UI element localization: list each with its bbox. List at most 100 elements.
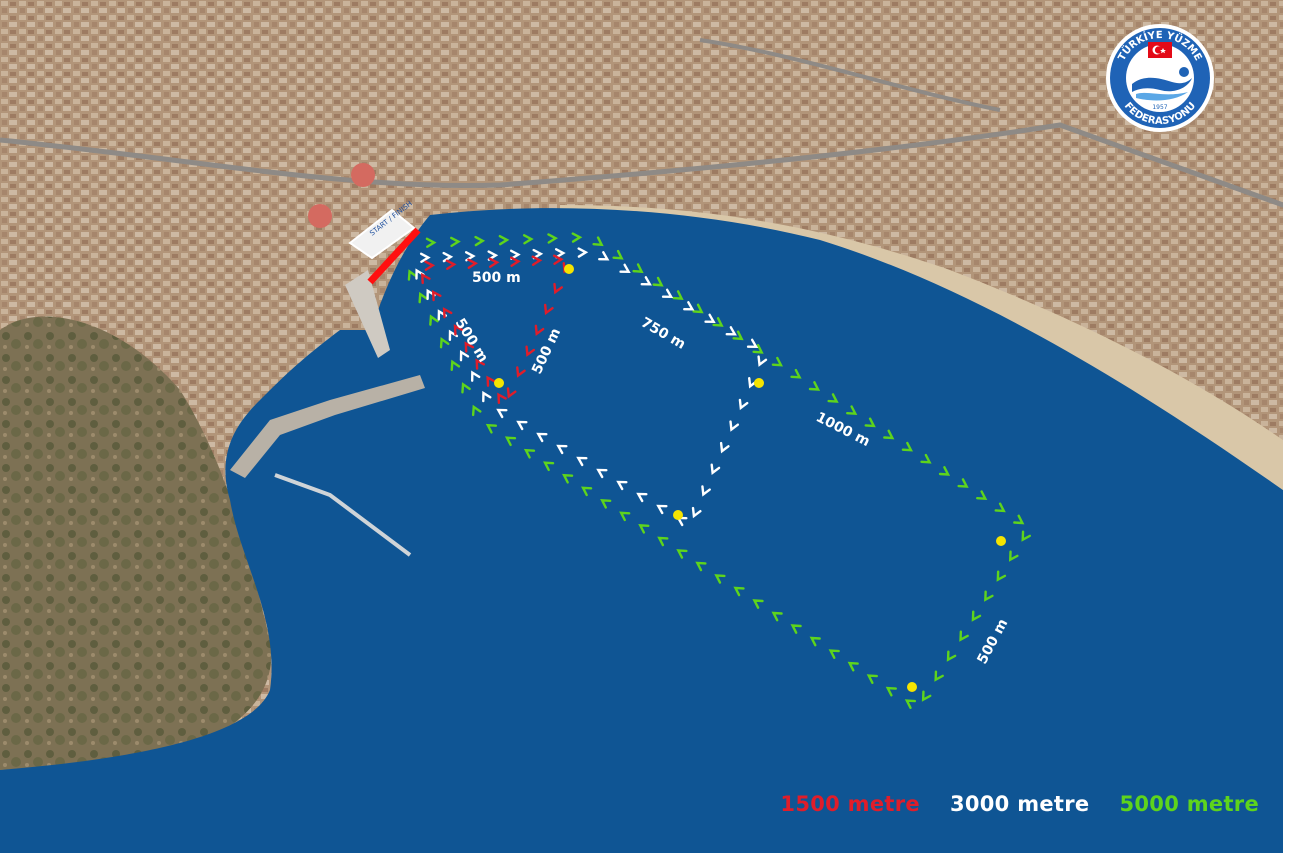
route-5000-arrow [957,478,969,488]
route-5000-arrow [901,441,913,452]
route-5000-arrow [407,269,418,281]
route-5000-arrow [543,461,555,472]
legend-1500: 1500 metre [780,792,920,816]
distance-label-500-top: 500 m [472,270,521,286]
route-3000-arrow [516,420,528,431]
route-1500-arrow [516,366,526,378]
route-5000-arrow [638,523,650,534]
route-5000-arrow [808,381,821,391]
route-5000-arrow [504,436,517,447]
route-3000-arrow [616,480,628,491]
route-5000-arrow [692,303,704,314]
route-1500-arrow [467,258,479,269]
main-road [699,38,1001,112]
route-3000-arrow [598,251,610,261]
route-5000-arrow [846,405,858,416]
route-5000-arrow [847,661,859,672]
route-5000-arrow [571,232,583,243]
route-1500-arrow [531,255,543,266]
breakwater [230,375,425,478]
route-3000-arrow [738,398,749,411]
route-3000-arrow [442,251,454,263]
route-3000-arrow [640,276,652,286]
route-3000-arrow [470,370,481,382]
route-5000-arrow [809,636,821,647]
route-5000-arrow [984,590,994,602]
route-1500-arrow [543,303,554,316]
route-3000-arrow [757,355,768,367]
route-5000-arrow [733,586,745,597]
route-3000-arrow [710,463,721,475]
balloon [308,204,332,228]
start-banner [348,208,416,260]
route-5000-arrow [652,276,664,287]
route-5000-arrow [904,699,917,709]
route-5000-arrow [461,382,471,394]
route-5000-arrow [657,536,669,547]
legend-5000: 5000 metre [1119,792,1259,816]
buoy [673,510,683,520]
route-3000-arrow [619,263,631,274]
route-1500-arrow [534,324,545,337]
route-5000-arrow [827,393,839,403]
route-3000-arrow [704,313,716,324]
route-1500-arrow [525,345,536,357]
swimmer-icon [1132,77,1192,92]
route-3000-arrow [701,485,711,497]
route-3000-arrow [656,504,668,515]
route-5000-arrow [522,234,534,245]
route-5000-arrow [612,249,624,260]
hill-area [0,316,272,770]
route-5000-arrow [418,291,429,304]
route-5000-arrow [866,674,878,684]
route-3000-arrow [556,444,568,455]
route-5000-arrow [828,649,840,659]
route-5000-arrow [934,670,944,682]
route-5000-arrow [425,237,437,248]
route-5000-arrow [1021,530,1032,542]
route-5000-arrow [752,343,764,354]
buoy [494,378,504,388]
jetty [274,473,412,557]
route-5000-arrow [600,498,612,509]
route-3000-arrow [532,248,544,260]
route-5000-arrow [429,314,439,326]
route-3000-arrow [482,390,492,403]
route-3000-arrow [725,326,737,336]
route-5000-arrow [885,686,897,697]
route-1500-arrow [464,341,475,353]
balloon [351,163,375,187]
start-finish-line [367,227,421,285]
route-1500-arrow [431,289,442,302]
route-5000-arrow [920,453,932,464]
route-1500-arrow [506,387,517,399]
route-5000-arrow [921,690,932,702]
route-5000-arrow [996,570,1007,582]
route-5000-arrow [1013,514,1025,525]
route-3000-arrow [691,506,702,519]
route-3000-arrow [459,350,470,362]
route-1500-arrow [445,259,457,270]
route-3000-arrow [729,420,740,432]
route-5000-arrow [450,236,461,248]
beach [560,205,1297,520]
route-5000-arrow [883,429,895,440]
route-5000-arrow [632,263,644,274]
route-1500-arrow [488,257,500,268]
route-5000-arrow [790,624,802,634]
route-1500-arrow [475,358,486,370]
route-1500-arrow [421,272,431,285]
legend-3000: 3000 metre [949,792,1090,816]
route-5000-arrow [971,610,982,622]
route-5000-arrow [498,234,510,246]
route-5000-arrow [619,511,631,522]
route-3000-arrow [496,408,508,419]
route-5000-arrow [946,650,957,662]
sea [0,208,1297,853]
logo-year: 1957 [1152,104,1167,111]
route-5000-arrow [976,490,988,501]
route-3000-arrow [576,456,588,467]
route-5000-arrow [714,574,726,584]
